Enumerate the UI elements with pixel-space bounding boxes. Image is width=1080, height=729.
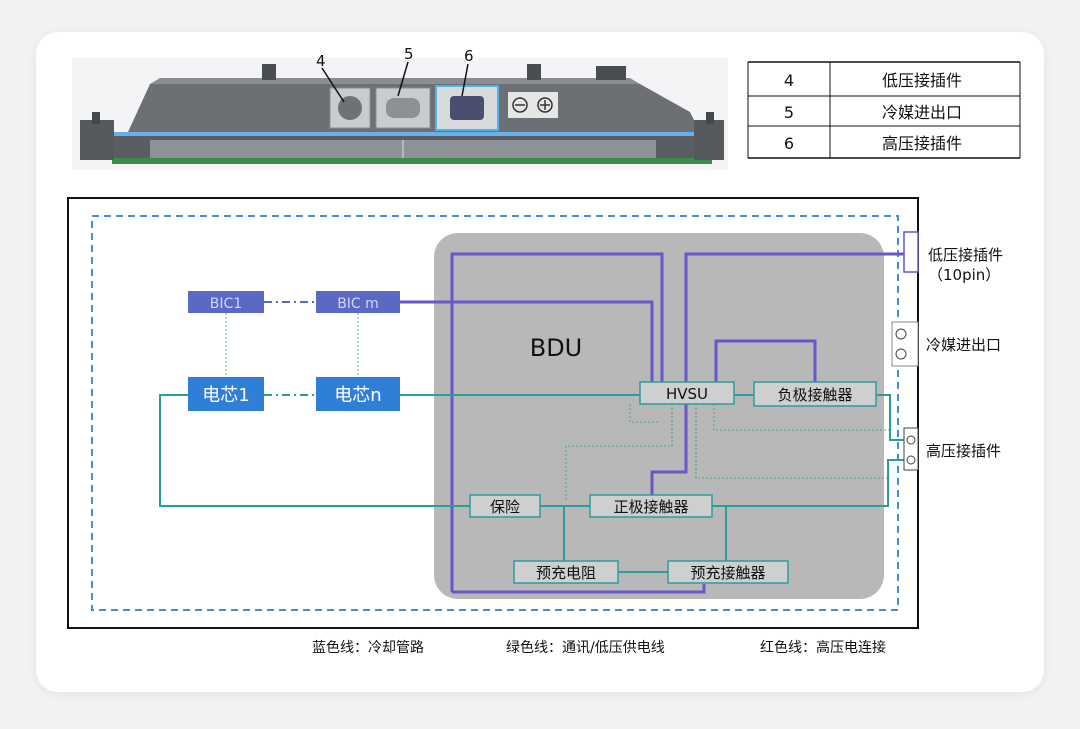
table-row-num: 5: [784, 103, 794, 122]
lv-lines: [159, 394, 904, 573]
hvsu-label: HVSU: [666, 385, 708, 403]
bicm-label: BIC m: [337, 296, 379, 312]
cell1-label: 电芯1: [202, 385, 249, 406]
table-row-num: 4: [784, 71, 794, 90]
hvsu-box: [639, 381, 735, 405]
coolant-port: [891, 321, 919, 367]
bic1-label: BIC1: [210, 296, 242, 312]
hv-lines: [400, 252, 910, 594]
bdu-label: BDU: [530, 334, 583, 362]
celln-box: [316, 377, 400, 411]
signal-lines: [225, 313, 892, 500]
lv-connector-port: [903, 231, 919, 273]
lv-connector-sublabel: （10pin）: [928, 266, 1000, 284]
neg-contactor-label: 负极接触器: [777, 386, 852, 404]
cooling-loop: [91, 215, 899, 611]
pos-contactor-box: [589, 494, 713, 518]
precharge-contactor-label: 预充接触器: [690, 564, 765, 582]
legend: 蓝色线：冷却管路 绿色线：通讯/低压供电线 红色线：高压电连接: [312, 639, 886, 656]
table-row-name: 高压接插件: [882, 134, 962, 153]
pos-contactor-label: 正极接触器: [613, 498, 688, 516]
neg-contactor-box: [753, 381, 877, 407]
coolant-port-label: 冷媒进出口: [926, 336, 1001, 354]
hv-connector-label: 高压接插件: [926, 442, 1001, 460]
bicm-box: [316, 291, 400, 313]
cell1-box: [188, 377, 264, 411]
table-row-name: 冷媒进出口: [882, 103, 962, 122]
callout-6: 6: [464, 47, 474, 65]
battery-pack-image: 4 5 6: [72, 45, 728, 170]
table-row-name: 低压接插件: [882, 71, 962, 90]
precharge-resistor-label: 预充电阻: [536, 564, 596, 582]
precharge-resistor-box: [513, 560, 619, 584]
callout-5: 5: [404, 45, 414, 63]
schematic: BDU: [67, 197, 1003, 629]
celln-label: 电芯n: [334, 385, 381, 406]
legend-blue: 蓝色线：冷却管路: [312, 639, 424, 656]
table-row-num: 6: [784, 134, 794, 153]
bic1-box: [188, 291, 264, 313]
legend-green: 绿色线：通讯/低压供电线: [506, 639, 665, 656]
callout-4: 4: [316, 52, 326, 70]
legend-red: 红色线：高压电连接: [760, 639, 886, 656]
parts-table: 4 低压接插件 5 冷媒进出口 6 高压接插件: [747, 61, 1021, 159]
bdu-region: [434, 233, 884, 599]
fuse-box: [469, 494, 541, 518]
lv-connector-label: 低压接插件: [928, 246, 1003, 264]
fuse-label: 保险: [490, 498, 520, 516]
precharge-contactor-box: [667, 560, 789, 584]
